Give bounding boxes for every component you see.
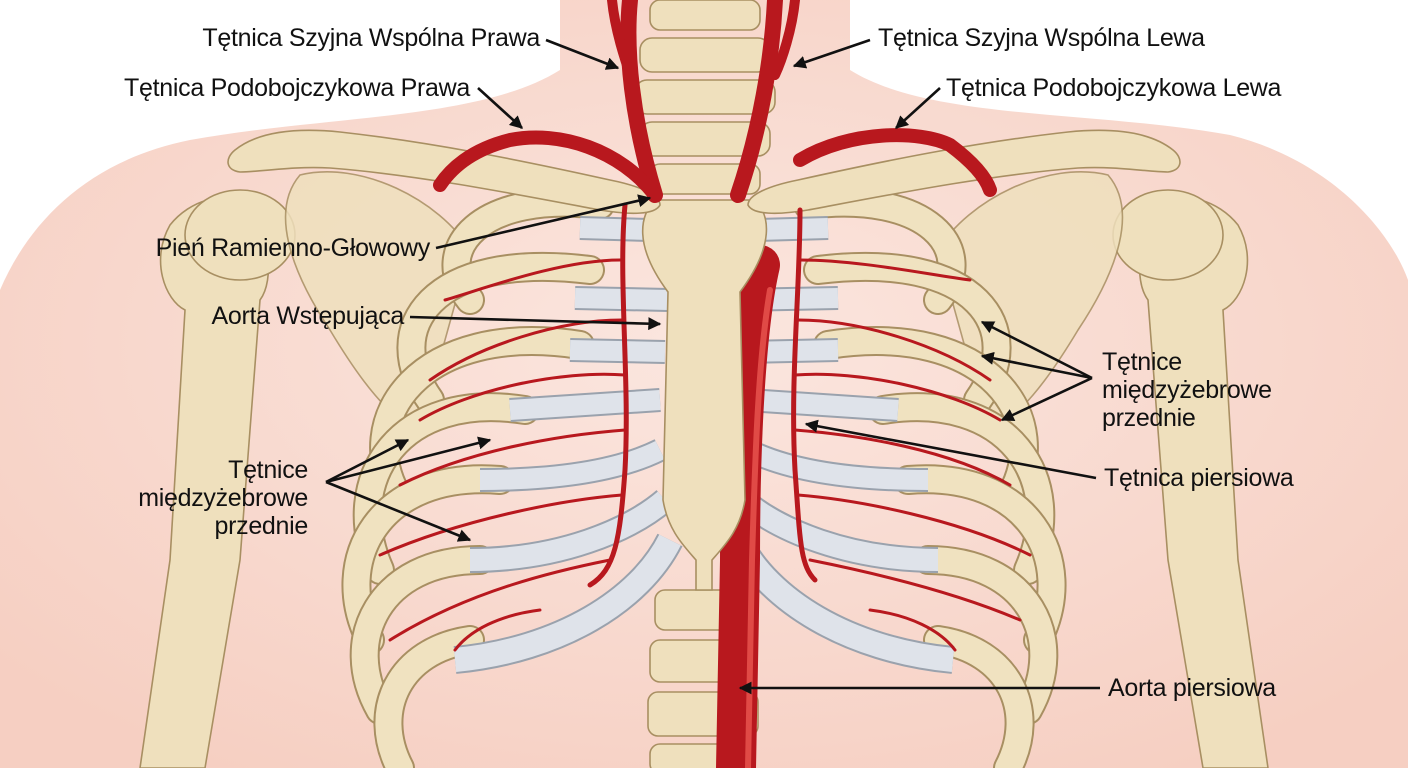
intercostal-arteries-left: [793, 258, 1032, 652]
arrow-brachiocephalic: [435, 194, 652, 250]
right-subclavian: [433, 130, 662, 202]
label-intercostal-right-line-2: międzyżebrowe: [138, 484, 308, 512]
arrow-intercostal-left-3: [1000, 376, 1093, 422]
left-clavicle: [747, 129, 1181, 215]
arrow-subclavian-left: [895, 87, 941, 129]
arrow-intercostal-right-1: [325, 438, 410, 484]
arrow-ascending-aorta: [409, 315, 662, 331]
label-subclavian-right: Tętnica Podobojczykowa Prawa: [124, 74, 470, 102]
label-intercostal-left-line-3: przednie: [1102, 404, 1196, 432]
intercostal-arteries-right: [378, 258, 627, 652]
left-carotid-branch: [770, 0, 800, 80]
sternum: [641, 199, 768, 591]
arrow-thoracic-artery: [804, 419, 1097, 480]
thoracic-aorta: [716, 245, 780, 768]
label-thoracic-aorta: Aorta piersiowa: [1108, 674, 1276, 702]
label-intercostal-left-line-1: Tętnice: [1102, 348, 1182, 376]
left-humerus: [1112, 189, 1269, 768]
label-intercostal-right-line-3: przednie: [214, 512, 309, 540]
arrow-intercostal-left-2: [980, 351, 1093, 380]
label-brachiocephalic: Pień Ramienno-Głowowy: [155, 234, 431, 262]
arrow-intercostal-right-2: [325, 436, 492, 484]
left-internal-thoracic: [791, 207, 818, 583]
arrow-intercostal-left-1: [980, 320, 1093, 380]
arrow-intercostal-right-3: [325, 480, 472, 542]
label-intercostal-left-line-2: międzyżebrowe: [1102, 376, 1272, 404]
label-thoracic-artery: Tętnica piersiowa: [1104, 464, 1294, 492]
label-carotid-right: Tętnica Szyjna Wspólna Prawa: [202, 24, 540, 52]
right-common-carotid: [620, 0, 663, 203]
right-humerus: [139, 189, 296, 768]
label-carotid-left: Tętnica Szyjna Wspólna Lewa: [878, 24, 1205, 52]
left-common-carotid: [730, 0, 783, 203]
arrow-subclavian-right: [477, 87, 523, 129]
label-ascending-aorta: Aorta Wstępująca: [211, 302, 404, 330]
arrow-carotid-left: [792, 38, 871, 69]
label-subclavian-left: Tętnica Podobojczykowa Lewa: [946, 74, 1282, 102]
right-carotid-branch: [607, 0, 637, 85]
label-intercostal-right: Tętnice międzyżebrowe przednie: [100, 456, 308, 540]
arrow-carotid-right: [545, 38, 620, 70]
label-intercostal-right-line-1: Tętnice: [228, 456, 308, 484]
label-intercostal-left: Tętnice międzyżebrowe przednie: [1102, 348, 1322, 432]
left-subclavian: [793, 128, 997, 197]
